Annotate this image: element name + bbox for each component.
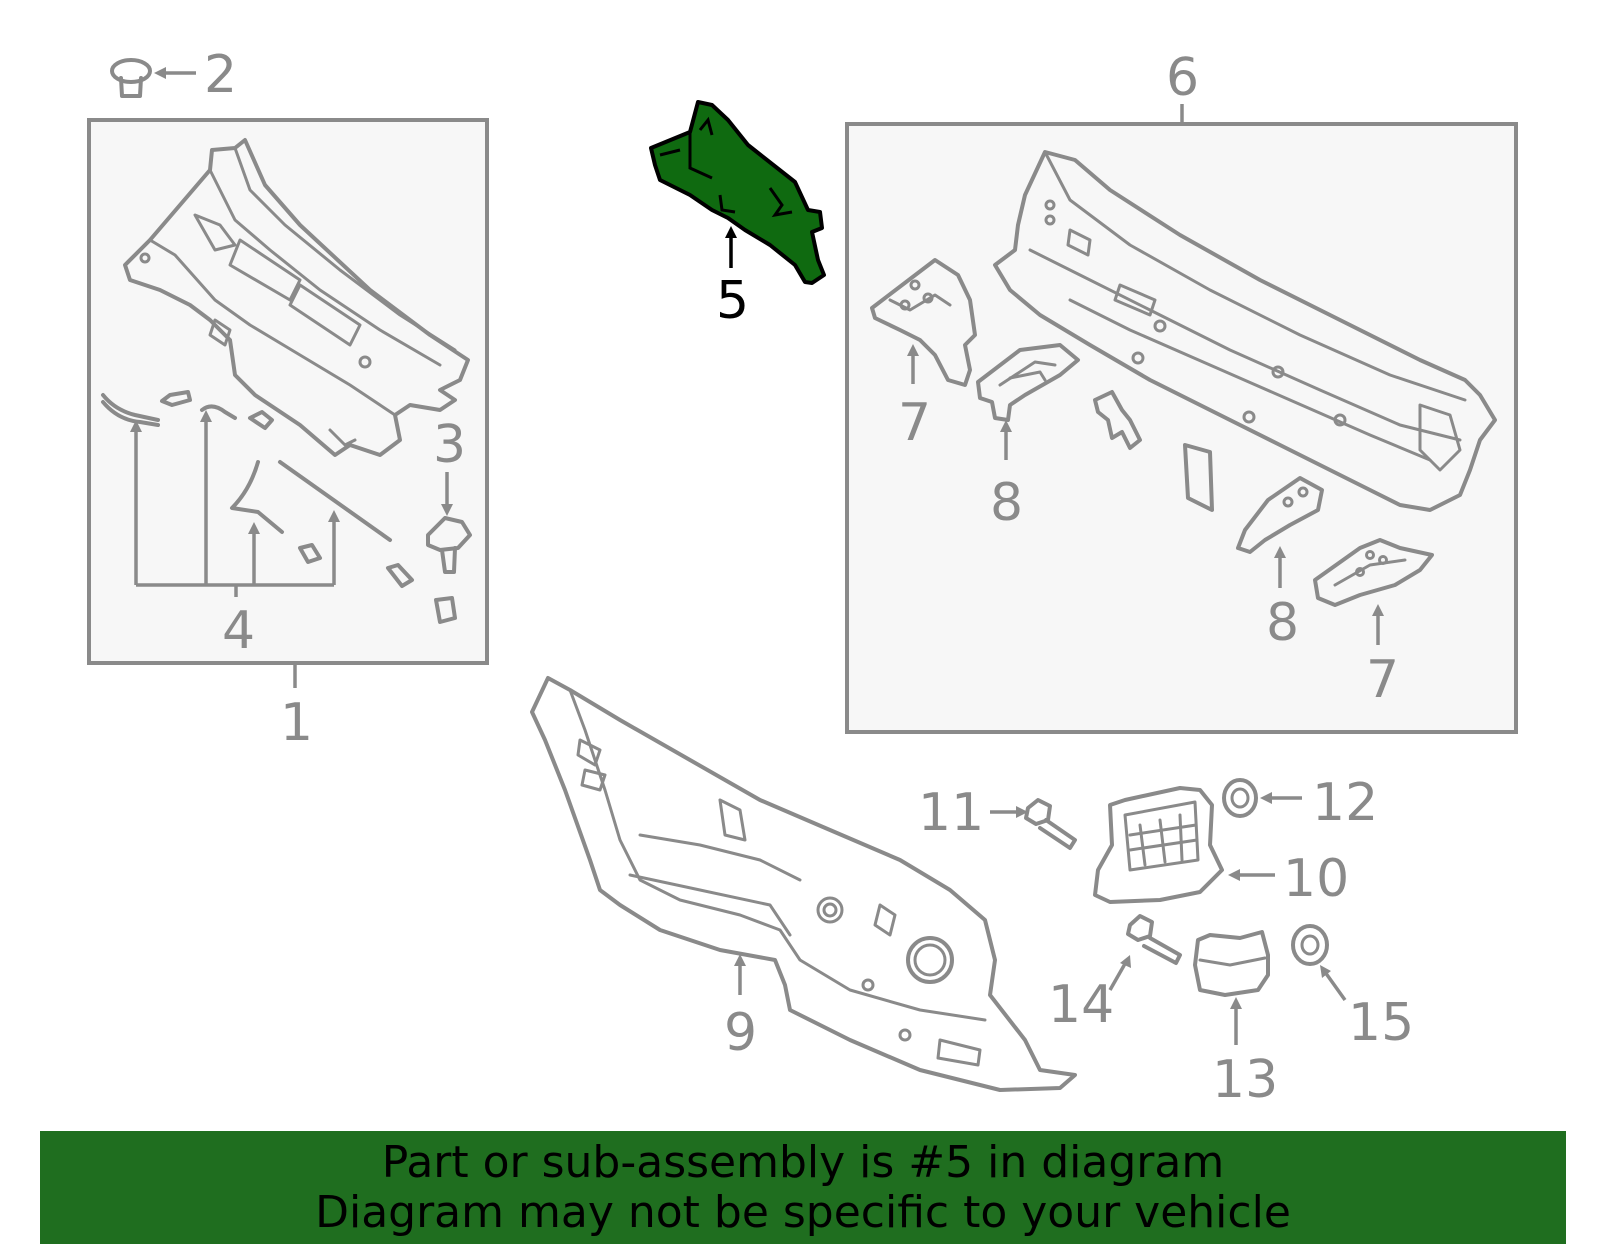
notice-line-2: Diagram may not be specific to your vehi… — [315, 1186, 1291, 1238]
small-plate — [1183, 443, 1214, 512]
callout-11: 11 — [918, 783, 984, 843]
assembly-1-box — [87, 118, 489, 665]
notice-line-1: Part or sub-assembly is #5 in diagram — [381, 1136, 1225, 1188]
clip-fastener — [110, 58, 152, 98]
dash-panel — [530, 676, 1077, 1092]
callout-12: 12 — [1312, 773, 1378, 833]
callout-7-left: 7 — [898, 393, 931, 453]
bracket-7-left — [870, 258, 977, 387]
callout-8-left: 8 — [990, 473, 1023, 533]
callout-9: 9 — [724, 1003, 757, 1063]
bracket-8-left — [976, 343, 1080, 422]
washer-hoses — [101, 390, 457, 624]
washer-nozzle — [426, 516, 472, 574]
cowl-top-panel — [123, 138, 470, 457]
small-bracket — [1093, 390, 1142, 450]
callout-1: 1 — [280, 693, 313, 753]
callout-3: 3 — [433, 415, 466, 475]
notice-banner: Part or sub-assembly is #5 in diagram Di… — [40, 1131, 1566, 1244]
assembly-6-box — [845, 122, 1518, 734]
bolt-14 — [1126, 914, 1182, 965]
callout-5: 5 — [716, 271, 749, 331]
support-bracket-13 — [1193, 930, 1270, 997]
insulator-pad — [1093, 786, 1224, 904]
nut-12 — [1222, 778, 1258, 818]
callout-2: 2 — [204, 45, 237, 105]
bracket-7-right — [1313, 538, 1434, 607]
bracket-8-right — [1236, 476, 1324, 554]
callout-8-right: 8 — [1266, 593, 1299, 653]
callout-7-right: 7 — [1366, 650, 1399, 710]
callout-4: 4 — [222, 601, 255, 661]
callout-6: 6 — [1166, 48, 1199, 108]
callout-10: 10 — [1283, 849, 1349, 909]
dash-upper-panel — [993, 150, 1497, 512]
callout-13: 13 — [1212, 1050, 1278, 1110]
highlighted-bracket-part-5 — [649, 100, 826, 285]
callout-14: 14 — [1048, 975, 1114, 1035]
callout-15: 15 — [1348, 993, 1414, 1053]
bolt-11 — [1024, 798, 1077, 850]
nut-15 — [1291, 924, 1329, 966]
